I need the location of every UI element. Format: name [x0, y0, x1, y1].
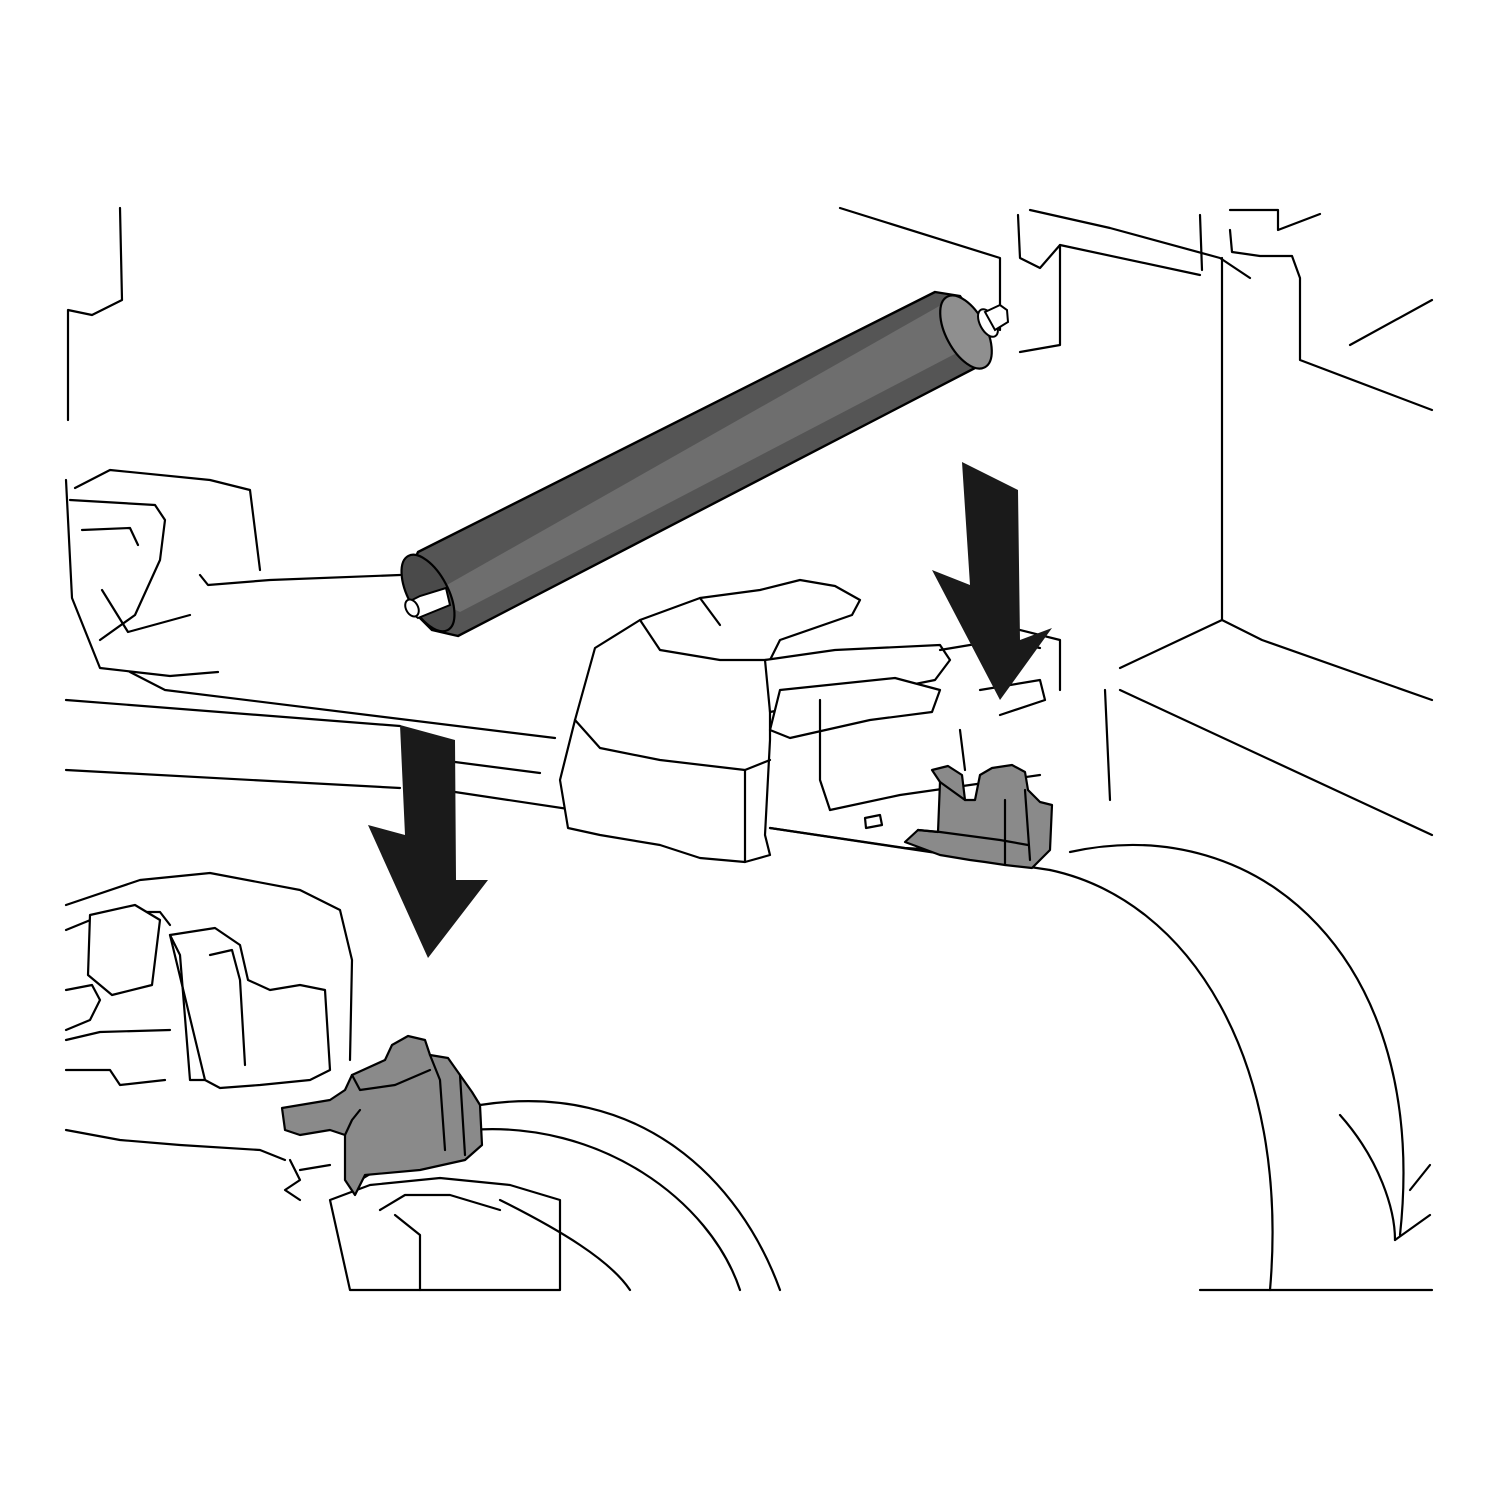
machine-frame-left	[64, 206, 662, 822]
roller	[400, 290, 1010, 638]
paper-roll-left-end	[478, 1100, 782, 1292]
paper-roll	[468, 826, 1434, 1292]
paper-roll-core	[1068, 843, 1405, 1237]
arrow-right	[932, 462, 1052, 700]
roller-holder-left	[280, 1034, 484, 1197]
left-holder-housing	[64, 871, 562, 1292]
arrow-left	[368, 725, 488, 958]
roller-shaft-right	[983, 303, 1010, 332]
roller-holder-right	[903, 763, 1054, 870]
paper-roll-right-end	[1048, 868, 1274, 1292]
roller-highlight	[438, 300, 972, 612]
